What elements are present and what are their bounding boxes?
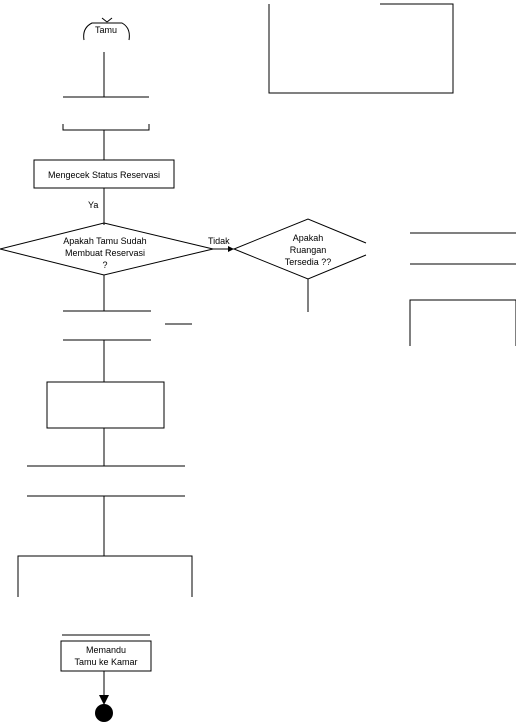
- escort-guest-line1: Memandu: [86, 645, 126, 655]
- process-box: [46, 381, 165, 429]
- room-decision-line1: Apakah: [293, 233, 324, 243]
- step-fragment-bottom: [62, 124, 150, 131]
- start-tick-right: [106, 17, 113, 23]
- escort-guest-box: [60, 640, 152, 672]
- edge-yes-label: Ya: [88, 200, 98, 210]
- check-reservation-label: Mengecek Status Reservasi: [48, 170, 160, 180]
- arrowhead: [228, 246, 234, 252]
- room-decision-diamond: [232, 218, 367, 280]
- box-fragment: [268, 3, 454, 94]
- room-decision-line3: Tersedia ??: [285, 257, 332, 267]
- reservation-decision-line3: ?: [102, 260, 107, 270]
- edge-no-label: Tidak: [208, 236, 230, 246]
- start-tick-left: [101, 17, 108, 23]
- box-fragment: [409, 299, 516, 346]
- end-node: [95, 704, 113, 722]
- reservation-decision-line1: Apakah Tamu Sudah: [63, 236, 146, 246]
- start-terminator: [83, 22, 130, 41]
- reservation-decision-line2: Membuat Reservasi: [65, 248, 145, 258]
- escort-guest-line2: Tamu ke Kamar: [74, 657, 137, 667]
- arrowhead: [99, 695, 109, 705]
- room-decision-line2: Ruangan: [290, 245, 327, 255]
- box-fragment: [17, 555, 193, 597]
- start-label: Tamu: [95, 25, 117, 35]
